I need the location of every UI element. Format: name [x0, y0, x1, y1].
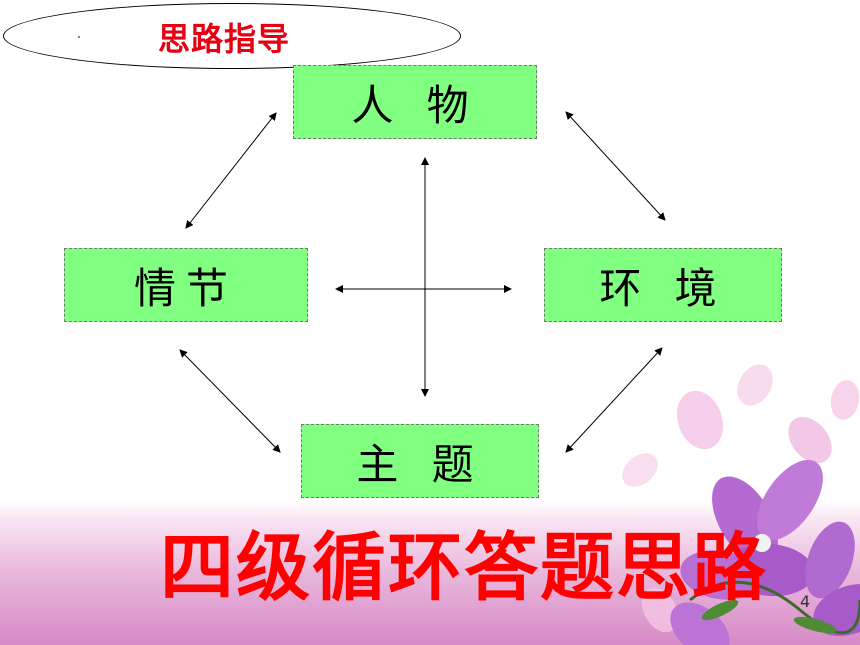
arrow-top-left	[185, 112, 277, 229]
node-characters: 人 物	[293, 65, 537, 139]
header-dot	[78, 36, 80, 38]
node-theme: 主 题	[301, 424, 539, 498]
node-environment: 环 境	[544, 248, 782, 322]
arrow-right-bottom	[565, 347, 663, 453]
node-plot: 情节	[64, 248, 308, 322]
header-ellipse	[3, 3, 461, 69]
page-number: 4	[800, 592, 811, 611]
main-caption: 四级循环答题思路	[160, 525, 768, 611]
header-title: 思路指导	[158, 20, 291, 58]
arrow-left-bottom	[179, 349, 281, 453]
arrow-top-right	[565, 111, 666, 221]
